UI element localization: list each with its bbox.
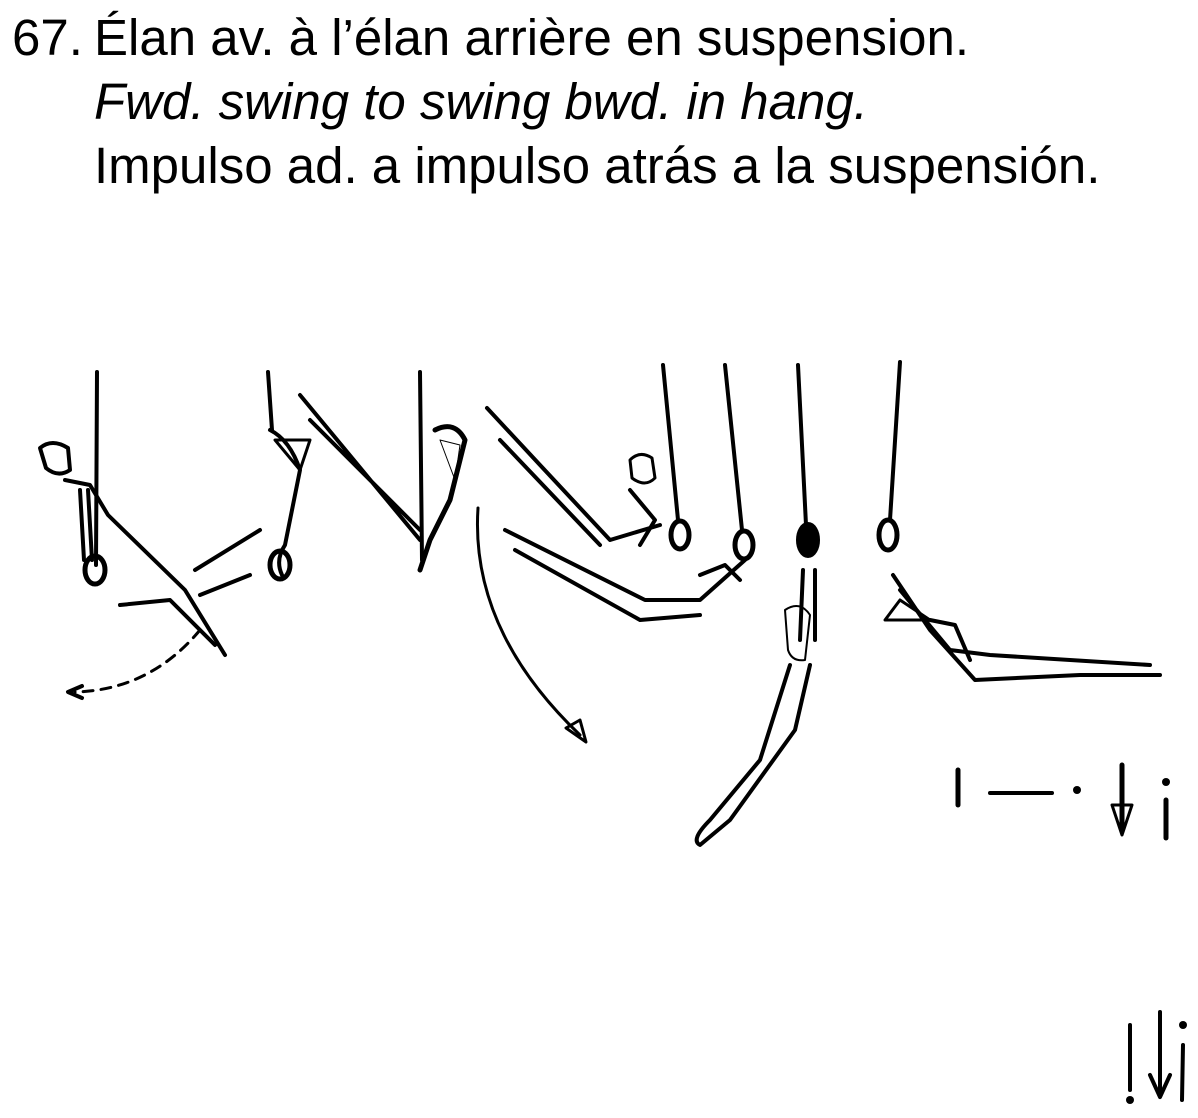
element-number: 67. (12, 9, 83, 66)
motion-arrow-down-right (475, 506, 582, 737)
title-english: Fwd. swing to swing bwd. in hang. (94, 73, 868, 130)
hand-drawn-symbol (1126, 1010, 1187, 1104)
arms-1 (78, 488, 94, 562)
figure-2-swing (193, 370, 468, 597)
legs-1 (118, 598, 217, 647)
figure-7-backward-extended (876, 360, 1162, 682)
element-header: 67.Élan av. à l’élan arrière en suspensi… (12, 6, 1192, 198)
sequence-symbol (955, 762, 1170, 841)
figure-4-swing-backward (475, 363, 692, 744)
figure-1-forward-swing (38, 370, 227, 700)
title-line-fr: 67.Élan av. à l’élan arrière en suspensi… (12, 6, 1192, 70)
title-french: Élan av. à l’élan arrière en suspension. (94, 9, 970, 66)
body-1 (63, 478, 227, 657)
ring-1 (82, 553, 108, 587)
rings-swing-illustration (38, 360, 1170, 847)
motion-arrow-left (73, 628, 202, 694)
figure-5-extended (503, 363, 756, 622)
title-spanish: Impulso ad. a impulso atrás a la suspens… (94, 137, 1101, 194)
ring-strap-1 (94, 370, 99, 567)
arrow-down-right-head (564, 718, 588, 744)
arrow-left-head (66, 684, 84, 700)
figure-6-hang-bottom (694, 363, 820, 847)
head-1 (38, 441, 72, 476)
